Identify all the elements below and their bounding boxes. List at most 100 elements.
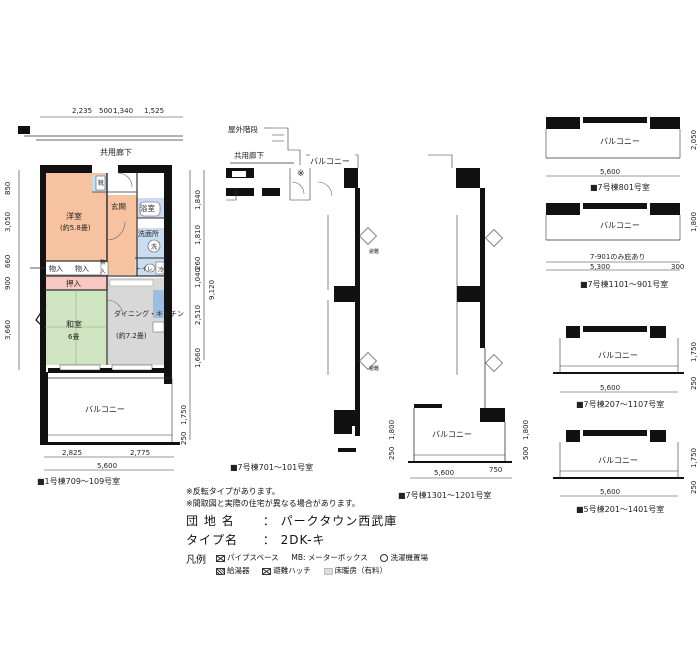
closet xyxy=(45,276,107,290)
pipe-space-icon xyxy=(216,554,225,562)
dim-top-4: 1,525 xyxy=(144,107,164,115)
balcony-701-label: バルコニー xyxy=(310,157,350,166)
balcony-801-caption: ■7号棟801号室 xyxy=(590,182,650,192)
balcony-1101-label: バルコニー xyxy=(600,221,640,230)
outdoor-stairs-label: 屋外階段 xyxy=(228,124,258,134)
balcony-1101-depth: 1,800 xyxy=(690,212,698,232)
balcony-label: バルコニー xyxy=(85,405,125,414)
type-label: タイプ名 xyxy=(186,533,239,547)
dim-left-2: 3,050 xyxy=(4,212,12,232)
legend-escape-hatch: 避難ハッチ xyxy=(273,566,311,575)
washing-machine-icon xyxy=(380,554,389,562)
balcony-207-caption: ■7号棟207～1107号室 xyxy=(576,399,664,409)
complex-name: パークタウン西武庫 xyxy=(280,514,398,528)
balcony-1101-note: 7-901のみ庇あり xyxy=(590,252,645,261)
dim-top-2: 500 xyxy=(99,107,112,115)
plan-1301: バルコニー 250 1,800 500 1,800 5,600 750 ■7号棟… xyxy=(388,154,530,500)
western-room-label: 洋室 xyxy=(66,211,82,221)
storage-d-label: 入 xyxy=(100,269,106,275)
legend-pipe-space: パイプスペース xyxy=(227,553,279,562)
storage-b-label: 物入 xyxy=(75,264,89,273)
western-room-size: (約5.8畳) xyxy=(60,223,91,232)
complex-row: 団 地 名 ： パークタウン西武庫 xyxy=(186,512,397,529)
closet-label: 押入 xyxy=(66,278,81,288)
main-floor-plan: 2,235 500 1,340 1,525 共用廊下 850 3,050 660… xyxy=(4,107,216,486)
water-heater-icon xyxy=(216,567,225,575)
dim-1301-r1: 500 xyxy=(522,447,530,460)
dim-right-7: 1,750 xyxy=(180,405,188,425)
dim-right-6: 1,660 xyxy=(194,348,202,368)
floor-heating-icon xyxy=(323,567,333,575)
balcony-207-label: バルコニー xyxy=(598,351,638,360)
balcony-1101: バルコニー 1,800 7-901のみ庇あり 5,300 300 ■7号棟110… xyxy=(545,203,698,289)
balcony-5-depth-1: 1,750 xyxy=(690,448,698,468)
dim-left-4: 900 xyxy=(4,277,12,290)
japanese-room-label: 和室 xyxy=(66,319,82,329)
balcony-801-depth: 2,050 xyxy=(690,130,698,150)
dim-bottom-1: 2,825 xyxy=(62,449,82,457)
dim-1301-l1: 250 xyxy=(388,447,396,460)
type-name: 2DK-キ xyxy=(280,533,326,547)
balcony-1101-extra: 300 xyxy=(671,263,684,271)
balcony-1101-width: 5,300 xyxy=(590,263,610,271)
dim-total-width: 5,600 xyxy=(97,462,117,470)
balcony-5-caption: ■5号棟201～1401号室 xyxy=(576,504,664,514)
legend-water-heater: 給湯器 xyxy=(227,566,250,575)
balcony-5: バルコニー 1,750 250 5,600 ■5号棟201～1401号室 xyxy=(553,430,698,514)
storage-a-label: 物入 xyxy=(49,264,63,273)
japanese-room-size: 6畳 xyxy=(68,333,79,341)
type-colon: ： xyxy=(262,533,276,547)
dim-right-1: 1,840 xyxy=(194,190,202,210)
balcony-5-width: 5,600 xyxy=(600,488,620,496)
legend-meter-box: MB: メーターボックス xyxy=(291,553,368,562)
corridor-label: 共用廊下 xyxy=(100,147,132,157)
dim-top-1: 2,235 xyxy=(72,107,92,115)
dim-1301-width: 5,600 xyxy=(434,469,454,477)
dim-right-5: 2,510 xyxy=(194,305,202,325)
complex-label: 団 地 名 xyxy=(186,514,235,528)
toilet-icon xyxy=(144,263,156,273)
washroom-label: 洗面所 xyxy=(138,229,159,238)
dim-left-3: 660 xyxy=(4,255,12,268)
balcony-801-width: 5,600 xyxy=(600,168,620,176)
dim-right-8: 250 xyxy=(180,432,188,445)
corridor-701-label: 共用廊下 xyxy=(234,150,264,160)
shoes-label: 靴 xyxy=(98,179,104,187)
legend-row-1: パイプスペース MB: メーターボックス 洗濯機置場 xyxy=(216,552,428,563)
balcony-5-depth-2: 250 xyxy=(690,481,698,494)
legend-title: 凡例 xyxy=(186,555,206,566)
dim-1301-r2: 1,800 xyxy=(522,420,530,440)
dining-size: (約7.2畳) xyxy=(116,331,147,340)
dining-label: ダイニング・キッチン xyxy=(114,309,184,318)
type-row: タイプ名 ： 2DK-キ xyxy=(186,531,326,548)
legend-row-2: 給湯器 避難ハッチ 床暖房（有料） xyxy=(216,565,387,576)
note-mark: ※ xyxy=(297,169,305,179)
entrance-label: 玄関 xyxy=(111,201,126,211)
dim-right-2: 1,810 xyxy=(194,225,202,245)
main-plan-caption: ■1号棟709～109号室 xyxy=(37,476,120,486)
dim-right-4: 1,040 xyxy=(194,268,202,288)
legend-washing-machine: 洗濯機置場 xyxy=(390,553,428,562)
escape-hatch-icon xyxy=(262,567,272,575)
balcony-207-depth-2: 250 xyxy=(690,377,698,390)
balcony-1101-caption: ■7号棟1101～901号室 xyxy=(580,279,668,289)
hatch-label-2: 避難 xyxy=(369,365,379,372)
dim-overall-depth: 9,120 xyxy=(208,280,216,300)
dim-1301-l2: 1,800 xyxy=(388,420,396,440)
dim-right-3: 260 xyxy=(194,257,202,270)
plan-1301-caption: ■7号棟1301～1201号室 xyxy=(398,490,491,500)
balcony-207-width: 5,600 xyxy=(600,384,620,392)
hatch-label-1: 避難 xyxy=(369,248,379,255)
plan-701: 屋外階段 共用廊下 ※ バルコニー 避難 避難 ■7号棟701～101号室 xyxy=(226,124,379,472)
balcony-801: バルコニー 2,050 5,600 ■7号棟801号室 xyxy=(545,117,698,192)
storage-c-label: 物 xyxy=(100,258,106,266)
refrigerator-label: 冷 xyxy=(158,266,164,274)
dim-left-1: 850 xyxy=(4,182,12,195)
washbasin-icon xyxy=(147,239,161,253)
balcony-5-label: バルコニー xyxy=(598,456,638,465)
dim-top-3: 1,340 xyxy=(113,107,133,115)
legend-floor-heating: 床暖房（有料） xyxy=(334,566,388,575)
note-reversed: ※反転タイプがあります。 xyxy=(186,487,280,496)
balcony-207: バルコニー 1,750 250 5,600 ■7号棟207～1107号室 xyxy=(553,326,698,409)
